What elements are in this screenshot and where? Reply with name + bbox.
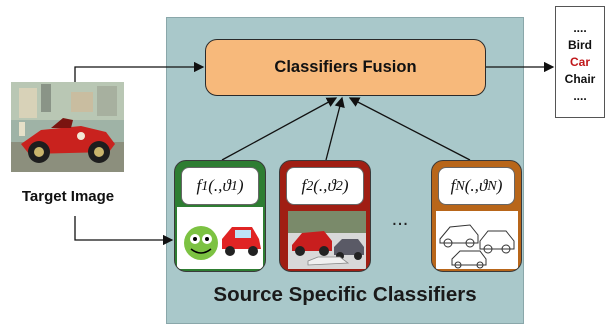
cartoon-cars-icon	[177, 207, 263, 269]
f2-sub: 2	[306, 177, 314, 194]
sketch-cars-icon	[436, 211, 518, 269]
output-item-ellipsis-top: ....	[573, 20, 587, 35]
output-categories-box: .... Bird Car Chair ....	[555, 6, 605, 118]
arrow-target-to-classifiers	[74, 216, 174, 246]
target-image	[11, 82, 124, 172]
classifier-ellipsis: ...	[391, 208, 409, 230]
f1-theta-sub: 1	[230, 177, 238, 194]
source-classifiers-title: Source Specific Classifiers	[213, 283, 477, 306]
f1-base: f	[196, 176, 202, 195]
arrow-target-to-fusion	[74, 61, 205, 82]
fusion-label: Classifiers Fusion	[274, 58, 417, 76]
f1-sub: 1	[201, 177, 209, 194]
output-item-bird: Bird	[568, 37, 592, 52]
arrow-clf1-to-fusion	[221, 97, 338, 161]
fn-base: f	[450, 176, 456, 195]
fn-theta-sub: N	[487, 177, 497, 194]
output-item-chair: Chair	[564, 71, 596, 86]
output-item-car: Car	[569, 54, 590, 69]
f2-base: f	[301, 176, 307, 195]
output-item-ellipsis-bottom: ....	[573, 88, 587, 103]
target-image-caption: Target Image	[21, 188, 115, 205]
photo-cars-icon	[288, 211, 366, 269]
f2-theta-sub: 2	[335, 177, 343, 194]
arrow-clfn-to-fusion	[348, 97, 471, 161]
fn-sub: N	[455, 177, 465, 194]
arrow-clf2-to-fusion	[325, 96, 345, 161]
classifiers-fusion-box: Classifiers Fusion	[205, 39, 486, 96]
